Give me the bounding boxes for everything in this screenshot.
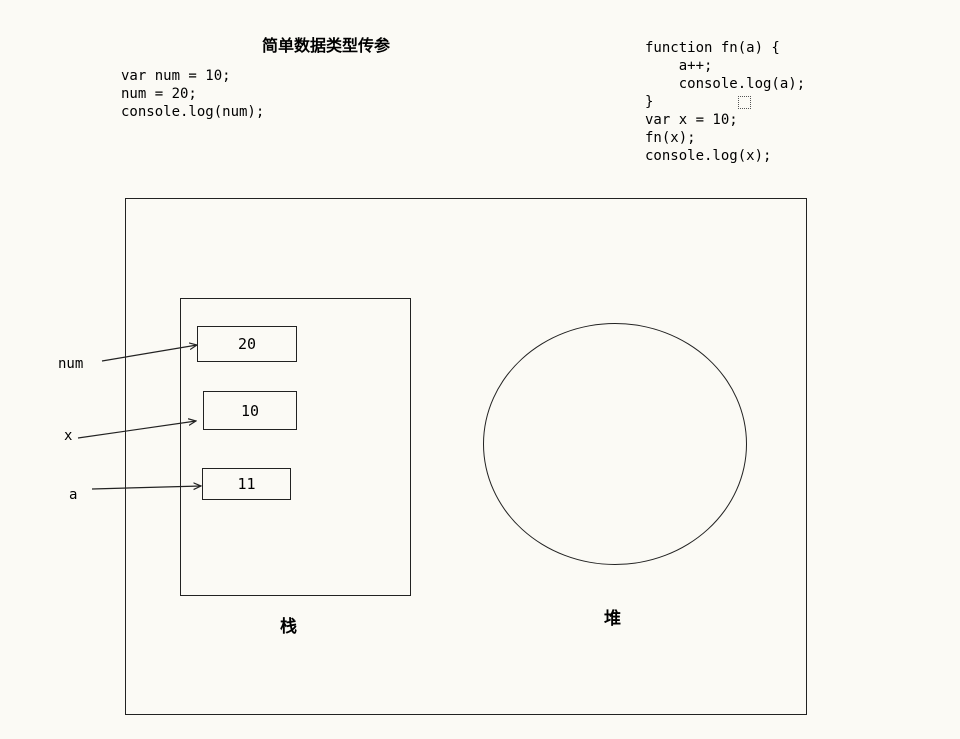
stack-box <box>180 298 411 596</box>
variable-label-x: x <box>64 428 73 444</box>
stack-label: 栈 <box>280 617 297 637</box>
code-snippet-left: var num = 10; num = 20; console.log(num); <box>121 67 264 121</box>
stack-cell-x: 10 <box>203 391 297 430</box>
stack-cell-num: 20 <box>197 326 297 362</box>
code-line: fn(x); <box>645 130 696 146</box>
code-line: console.log(x); <box>645 148 772 164</box>
stack-cell-a: 11 <box>202 468 291 500</box>
code-line: console.log(num); <box>121 104 265 120</box>
diagram-title: 简单数据类型传参 <box>262 36 391 55</box>
heap-circle <box>483 323 747 565</box>
code-snippet-right: function fn(a) { a++; console.log(a);} va… <box>645 39 805 165</box>
code-line: function fn(a) { <box>645 40 780 56</box>
code-line: num = 20; <box>121 86 197 102</box>
memory-frame <box>125 198 807 715</box>
text-cursor-box <box>738 96 751 109</box>
code-line: a++; <box>645 58 713 74</box>
variable-label-num: num <box>58 356 84 372</box>
code-line: console.log(a); <box>645 76 806 92</box>
code-line: } <box>645 94 654 110</box>
variable-label-a: a <box>69 487 78 503</box>
code-line: var num = 10; <box>121 68 231 84</box>
code-line: var x = 10; <box>645 112 738 128</box>
heap-label: 堆 <box>604 609 621 629</box>
